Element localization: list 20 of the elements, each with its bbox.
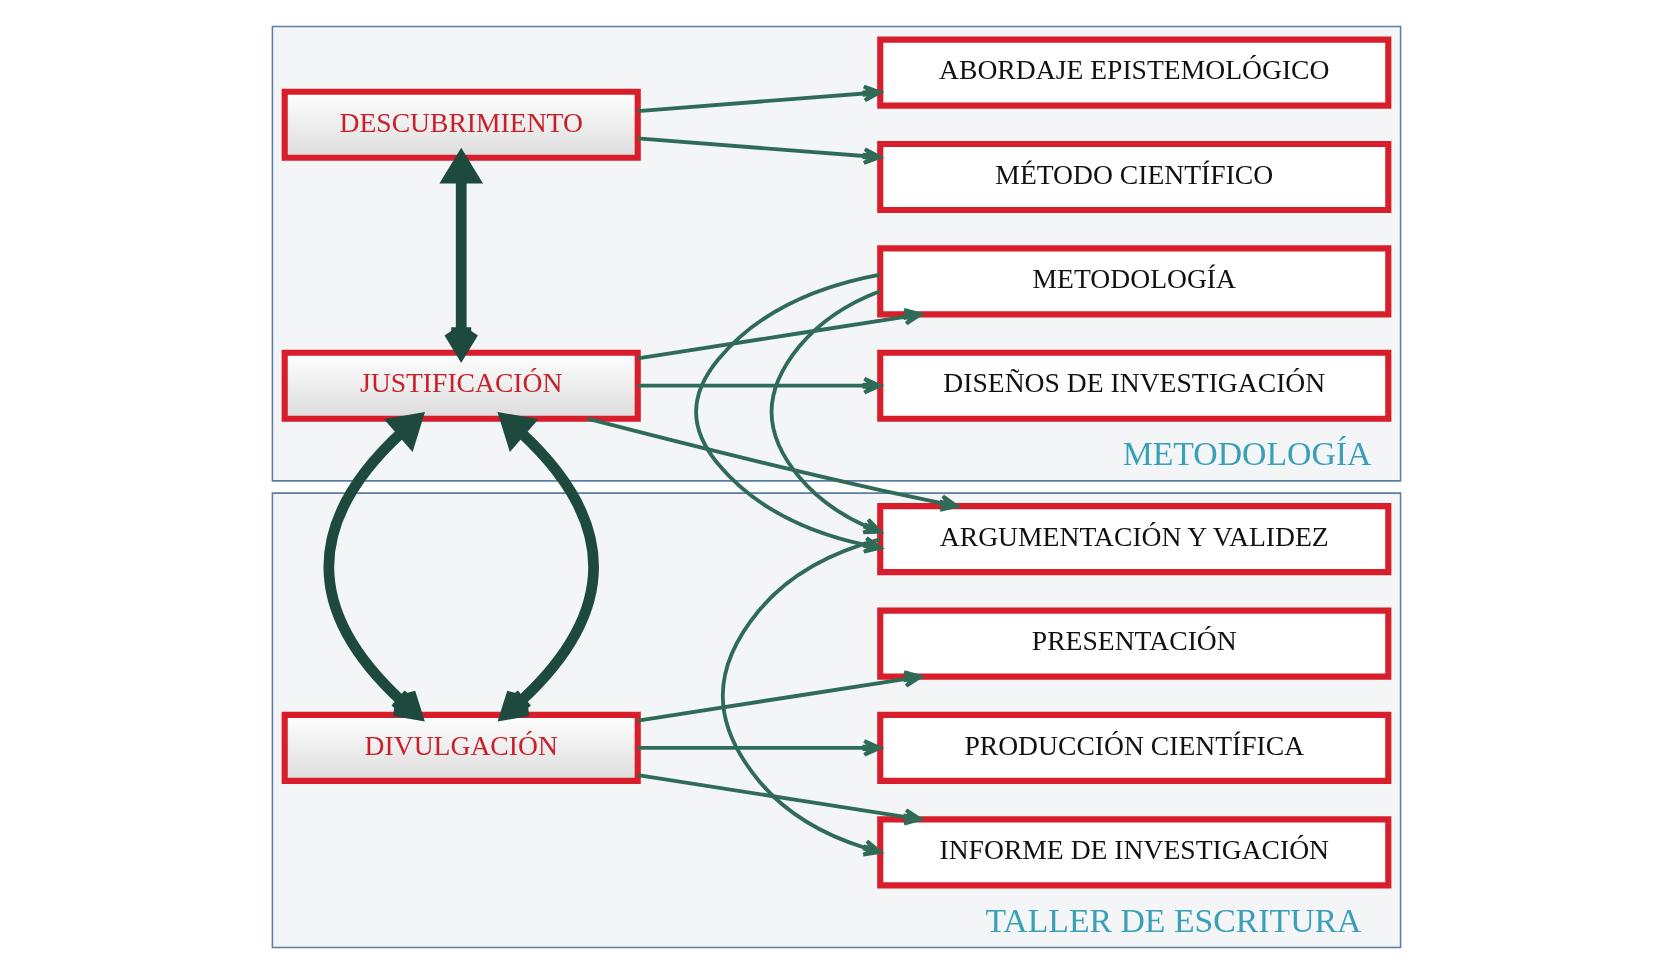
- arrow: [637, 739, 882, 757]
- node-box: MÉTODO CIENTÍFICO: [876, 140, 1391, 213]
- arrow: [637, 773, 922, 826]
- arrow: [637, 376, 882, 395]
- node-box: JUSTIFICACIÓN: [281, 349, 641, 422]
- node-box: ABORDAJE EPISTEMOLÓGICO: [876, 36, 1391, 109]
- node-box: DIVULGACIÓN: [281, 711, 641, 784]
- arrow: [586, 416, 958, 512]
- node-box: PRESENTACIÓN: [876, 607, 1391, 680]
- node-box: DESCUBRIMIENTO: [281, 88, 641, 161]
- arrow: [637, 136, 882, 165]
- node-box: PRODUCCIÓN CIENTÍFICA: [876, 711, 1391, 784]
- node-box: INFORME DE INVESTIGACIÓN: [876, 816, 1391, 889]
- arrow: [637, 84, 882, 114]
- node-box: DISEÑOS DE INVESTIGACIÓN: [876, 349, 1391, 422]
- node-box: METODOLOGÍA: [876, 245, 1391, 318]
- arrow: [637, 308, 922, 361]
- node-box: ARGUMENTACIÓN Y VALIDEZ: [876, 503, 1391, 576]
- arrow: [637, 670, 922, 723]
- arrow: [323, 412, 599, 721]
